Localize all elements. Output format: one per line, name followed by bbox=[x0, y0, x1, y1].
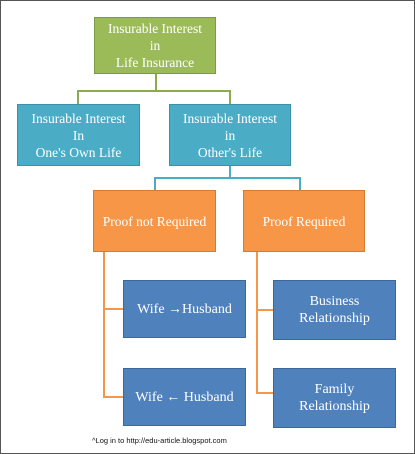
node-proof-not-required: Proof not Required bbox=[93, 190, 216, 252]
node-wife-from-husband: Wife ← Husband bbox=[123, 368, 246, 426]
node-family-relationship: Family Relationship bbox=[273, 368, 396, 428]
node-wife-to-husband: Wife →Husband bbox=[123, 280, 246, 338]
connector-proof-required-children bbox=[256, 252, 273, 394]
connector-others-level3 bbox=[154, 166, 301, 190]
node-insurable-interest-own-life: Insurable Interest In One's Own Life bbox=[17, 104, 140, 166]
node-business-relationship: Business Relationship bbox=[273, 280, 396, 340]
connector-root-level2 bbox=[77, 74, 231, 104]
node-insurable-interest-life-insurance: Insurable Interest in Life Insurance bbox=[94, 17, 216, 74]
node-proof-required: Proof Required bbox=[243, 190, 365, 252]
node-insurable-interest-others-life: Insurable Interest in Other's Life bbox=[169, 104, 291, 166]
connector-proof-not-required-children bbox=[103, 252, 123, 398]
footer-caption: ^Log in to http://edu-article.blogspot.c… bbox=[92, 436, 227, 445]
